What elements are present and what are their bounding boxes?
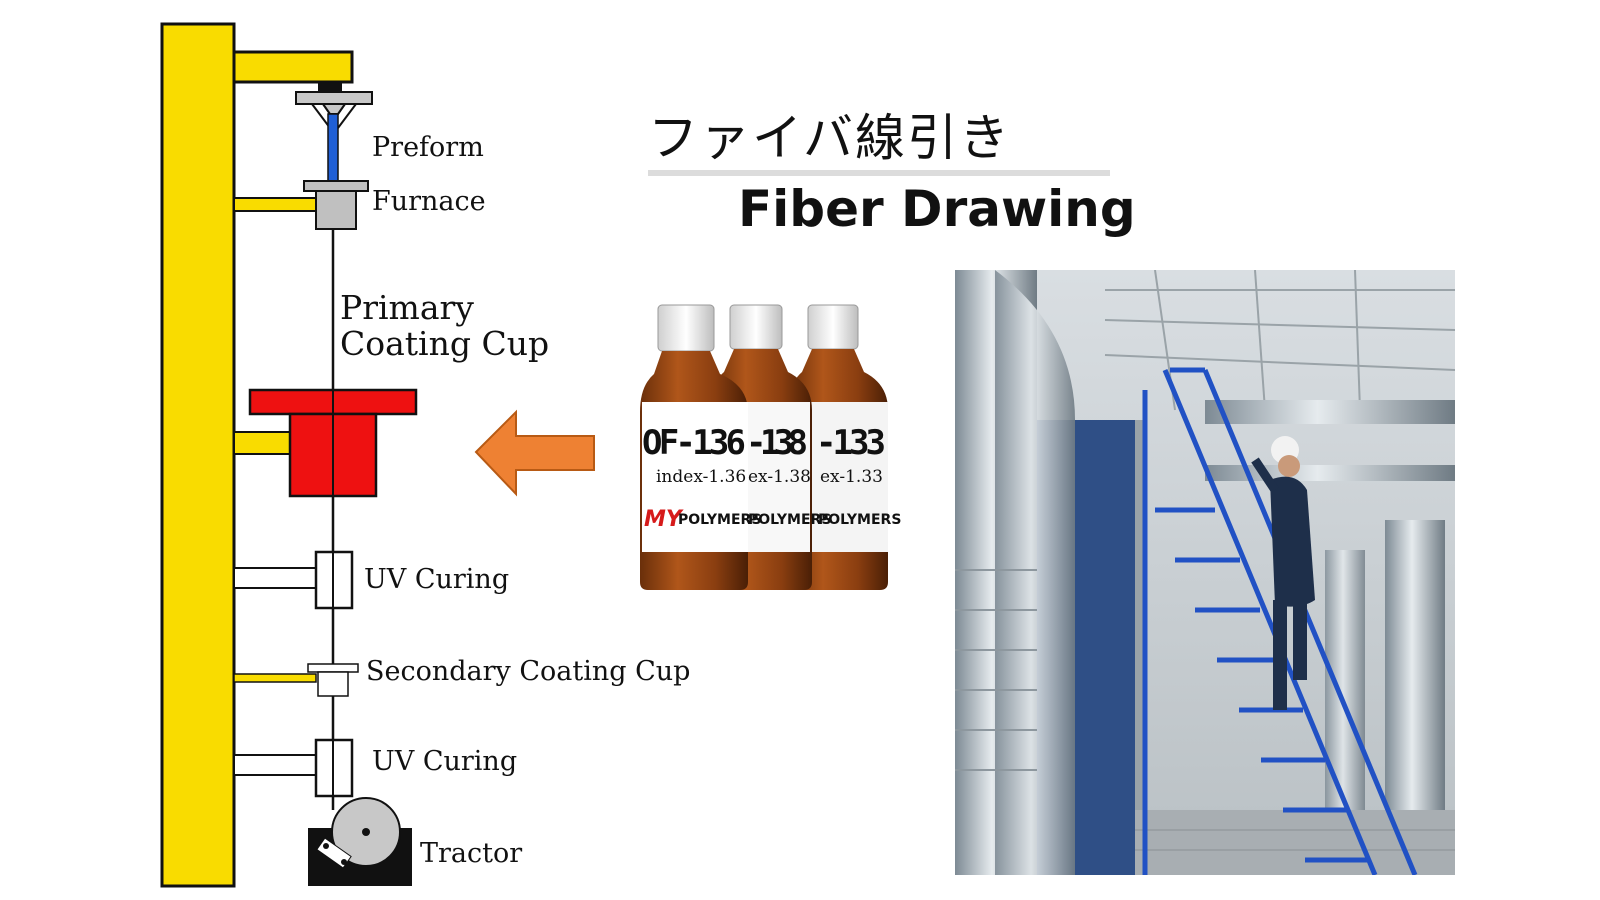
label-tractor: Tractor xyxy=(420,838,523,869)
bottle-2-brand: POLYMERS xyxy=(748,512,831,528)
furnace-arm xyxy=(233,197,321,212)
label-preform: Preform xyxy=(372,132,484,163)
bottle-3-index: ex-1.33 xyxy=(820,467,883,487)
secondary-cup-body xyxy=(317,671,349,697)
brand-logo-mark: MY xyxy=(644,507,684,532)
furnace-top xyxy=(303,180,369,192)
title-english: Fiber Drawing xyxy=(738,180,1136,238)
secondary-cup-arm xyxy=(233,673,317,683)
tower-frame xyxy=(160,22,236,888)
bottle-2-name: -138 xyxy=(746,423,808,463)
worker xyxy=(1251,436,1315,710)
bottle-3-name: -133 xyxy=(816,423,886,463)
top-arm xyxy=(232,50,354,84)
arrow-icon xyxy=(474,409,595,497)
bottle-1-brand: POLYMERS xyxy=(678,512,761,528)
label-primary-line1: Primary xyxy=(340,288,474,327)
ladder xyxy=(1142,367,1418,875)
bottle-3-brand: POLYMERS xyxy=(818,512,901,528)
label-uv-curing-2: UV Curing xyxy=(372,746,518,777)
furnace-body xyxy=(315,190,357,230)
bottle-1-name: OF-136 xyxy=(642,423,746,463)
title-japanese: ファイバ線引き xyxy=(648,109,1011,167)
label-uv-curing-1: UV Curing xyxy=(364,564,510,595)
fiber-drawing-tower-diagram xyxy=(160,22,595,888)
secondary-cup-rim xyxy=(307,663,359,673)
bottle-3 xyxy=(788,304,888,590)
title-divider xyxy=(648,170,1110,176)
primary-cup-arm xyxy=(233,431,291,455)
product-bottles: MY OF-136 index-1.36 POLYMERS -138 ex-1.… xyxy=(640,304,901,590)
uv-curing-1-arm xyxy=(233,567,317,589)
uv-curing-2-arm xyxy=(233,754,317,776)
label-primary-line2: Coating Cup xyxy=(340,324,550,363)
bottle-1 xyxy=(640,304,748,590)
preform-holder xyxy=(318,82,342,92)
bottle-1-index: index-1.36 xyxy=(656,467,746,487)
fiber-draw-facility-photo xyxy=(955,270,1455,875)
label-secondary-coating-cup: Secondary Coating Cup xyxy=(366,656,691,687)
preform-rod xyxy=(327,113,339,185)
bottle-2-index: ex-1.38 xyxy=(748,467,811,487)
label-furnace: Furnace xyxy=(372,186,486,217)
